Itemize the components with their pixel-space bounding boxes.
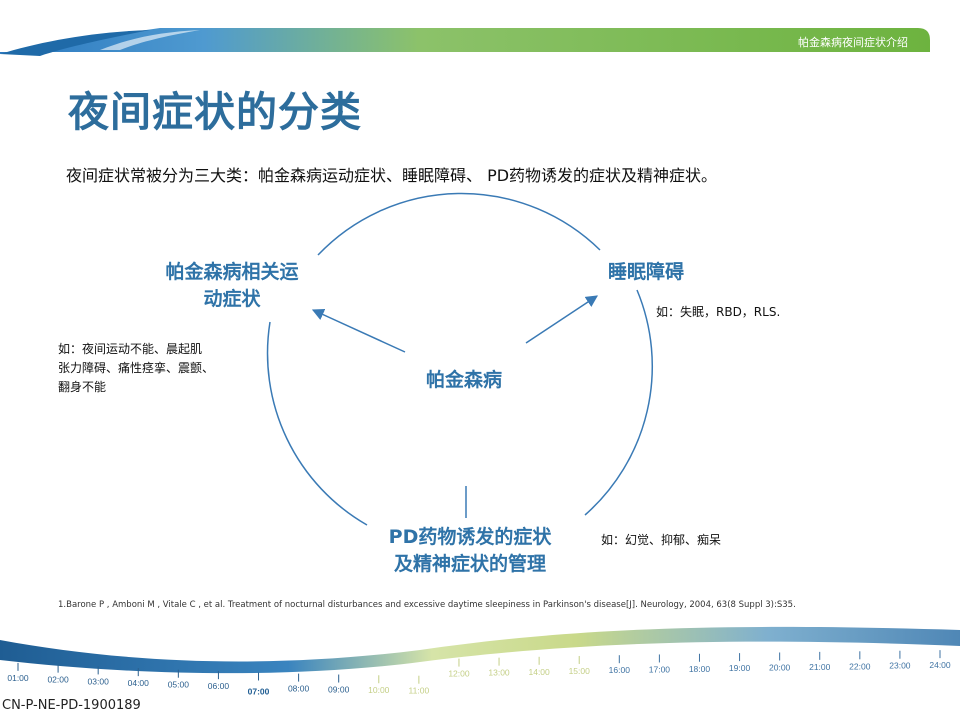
example-motor-line-1: 如：夜间运动不能、晨起肌	[58, 342, 203, 356]
timeline-label: 15:00	[569, 666, 591, 676]
header-green-bar	[0, 28, 930, 54]
header-title: 帕金森病夜间症状介绍	[798, 36, 908, 49]
timeline-label: 04:00	[128, 678, 150, 688]
arrow-to-motor	[311, 309, 406, 353]
arrow-to-sleep	[525, 295, 599, 344]
timeline-label: 24:00	[929, 660, 951, 670]
timeline-label: 07:00	[248, 686, 270, 696]
slide-title: 夜间症状的分类	[68, 88, 362, 136]
cycle-diagram	[266, 192, 654, 526]
example-sleep: 如：失眠，RBD，RLS.	[656, 303, 780, 322]
timeline-label: 20:00	[769, 662, 791, 672]
header-light-swoosh	[100, 30, 200, 50]
timeline-wave	[0, 626, 960, 674]
timeline-label: 17:00	[649, 664, 671, 674]
timeline-label: 23:00	[889, 661, 911, 671]
center-label: 帕金森病	[425, 369, 502, 391]
timeline-label: 16:00	[609, 665, 631, 675]
timeline-label: 11:00	[409, 686, 430, 696]
header-band	[0, 28, 930, 56]
timeline-label: 06:00	[208, 681, 230, 691]
timeline-label: 03:00	[88, 676, 110, 686]
node-motor-line-1: 帕金森病相关运	[165, 261, 299, 283]
timeline-marks: 01:00 02:00 03:00 04:00 05:00 06:00 07:00 08:00…	[7, 650, 951, 696]
timeline: 01:00 02:00 03:00 04:00 05:00 06:00 07:00 08:00…	[0, 626, 960, 696]
example-motor: 如：夜间运动不能、晨起肌 张力障碍、痛性痉挛、震颤、 翻身不能	[58, 340, 214, 397]
node-sleep-line-1: 睡眠障碍	[607, 261, 684, 283]
arc-top	[317, 192, 601, 256]
node-sleep-disorders: 睡眠障碍	[586, 259, 706, 286]
document-code: CN-P-NE-PD-1900189	[2, 698, 141, 713]
example-drug-line-1: 如：幻觉、抑郁、痴呆	[601, 533, 722, 547]
timeline-label: 12:00	[448, 669, 470, 679]
node-drug-line-2: 及精神症状的管理	[393, 553, 546, 575]
intro-text: 夜间症状常被分为三大类：帕金森病运动症状、睡眠障碍、 PD药物诱发的症状及精神症…	[66, 166, 718, 185]
timeline-label: 13:00	[488, 668, 510, 678]
timeline-label: 09:00	[328, 685, 350, 695]
reference-citation: 1.Barone P , Amboni M , Vitale C , et al…	[58, 600, 796, 610]
node-motor-line-2: 动症状	[203, 288, 261, 310]
timeline-label: 18:00	[689, 664, 711, 674]
example-motor-line-3: 翻身不能	[58, 380, 107, 394]
example-sleep-line-1: 如：失眠，RBD，RLS.	[656, 305, 781, 319]
arc-right	[584, 289, 654, 516]
timeline-label: 14:00	[528, 667, 550, 677]
node-drug-induced: PD药物诱发的症状 及精神症状的管理	[360, 524, 580, 578]
node-motor-symptoms: 帕金森病相关运 动症状	[140, 259, 324, 313]
arc-left	[266, 321, 368, 526]
example-drug: 如：幻觉、抑郁、痴呆	[601, 531, 721, 550]
timeline-label: 22:00	[849, 661, 871, 671]
node-center-parkinsons: 帕金森病	[394, 367, 534, 394]
example-motor-line-2: 张力障碍、痛性痉挛、震颤、	[58, 361, 215, 375]
timeline-label: 21:00	[809, 662, 831, 672]
timeline-label: 10:00	[368, 685, 390, 695]
timeline-label: 19:00	[729, 663, 751, 673]
node-drug-line-1: PD药物诱发的症状	[388, 526, 552, 548]
timeline-label: 01:00	[7, 673, 29, 683]
header-blue-wave	[0, 30, 150, 56]
timeline-label: 05:00	[168, 680, 190, 690]
timeline-label: 02:00	[47, 675, 69, 685]
timeline-label: 08:00	[288, 684, 310, 694]
